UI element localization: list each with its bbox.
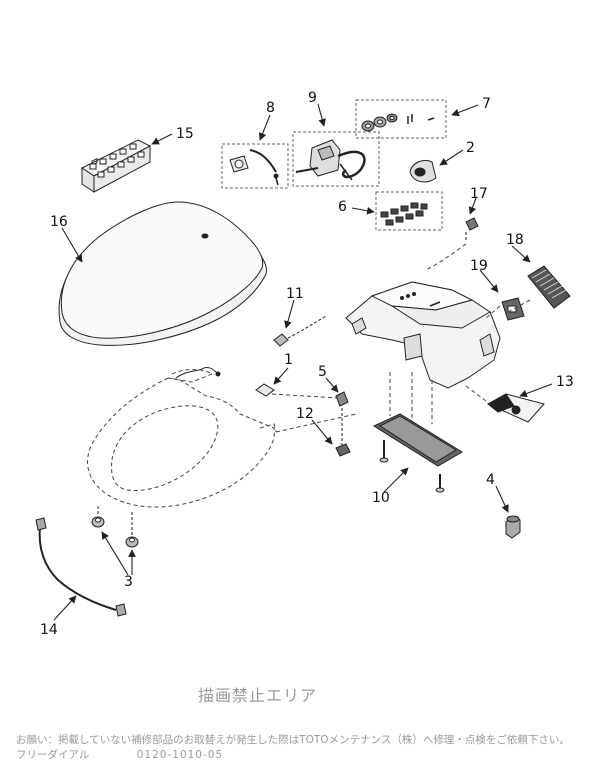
part-number-8: 8	[266, 100, 275, 116]
part-number-1: 1	[284, 352, 293, 368]
valve-4-part	[505, 515, 521, 539]
part-7-group	[355, 99, 447, 139]
freedial-line: フリーダイアル 0120-1010-05	[16, 747, 416, 762]
spacer-1-part	[255, 383, 275, 397]
part-6-group	[375, 191, 443, 231]
assembly-leader-lines	[271, 243, 531, 433]
part-number-9: 9	[308, 90, 317, 106]
grommet-3-part	[91, 506, 139, 548]
part-number-13: 13	[556, 374, 574, 390]
part-9-group	[292, 131, 380, 187]
callout-arrows	[53, 103, 553, 621]
part-number-12: 12	[296, 406, 314, 422]
part-number-10: 10	[372, 490, 390, 506]
main-body-unit	[345, 281, 501, 389]
part-number-5: 5	[318, 364, 327, 380]
part-8-group	[221, 143, 289, 189]
part-number-labels: 8 9 7 15 2 6 17 18 19 16 11 1 5 13 12 10…	[40, 90, 574, 638]
part-number-19: 19	[470, 258, 488, 274]
clip-17-part	[465, 217, 479, 242]
toilet-lid-part	[58, 201, 267, 346]
remote-control-part	[81, 139, 152, 193]
part-number-7: 7	[482, 96, 491, 112]
part-number-14: 14	[40, 622, 58, 638]
supply-hose-14-part	[35, 517, 127, 617]
part-number-18: 18	[506, 232, 524, 248]
part-number-16: 16	[50, 214, 68, 230]
part-number-15: 15	[176, 126, 194, 142]
freedial-number: 0120-1010-05	[136, 749, 224, 761]
no-draw-area-label: 描画禁止エリア	[198, 686, 318, 705]
fastener-5-part	[335, 391, 349, 448]
service-notice: お願い：掲載していない補修部品のお取替えが発生した際はTOTOメンテナンス（株）…	[16, 734, 570, 746]
base-plate-10-part	[372, 413, 463, 493]
nozzle-cover-19-part	[501, 297, 525, 321]
part-number-11: 11	[286, 286, 304, 302]
seat-wire	[175, 367, 221, 379]
grille-18-part	[527, 265, 571, 309]
toilet-seat-ring	[87, 369, 277, 508]
part-number-6: 6	[338, 199, 347, 215]
freedial-label: フリーダイアル	[16, 749, 90, 761]
part-number-17: 17	[470, 186, 488, 202]
part-number-3: 3	[124, 574, 133, 590]
part-number-4: 4	[486, 472, 495, 488]
part-number-2: 2	[466, 140, 475, 156]
knob-part	[409, 159, 437, 183]
connector-11-part	[273, 315, 327, 347]
clip-12-part	[335, 443, 351, 457]
sheet-13-part	[486, 393, 545, 423]
